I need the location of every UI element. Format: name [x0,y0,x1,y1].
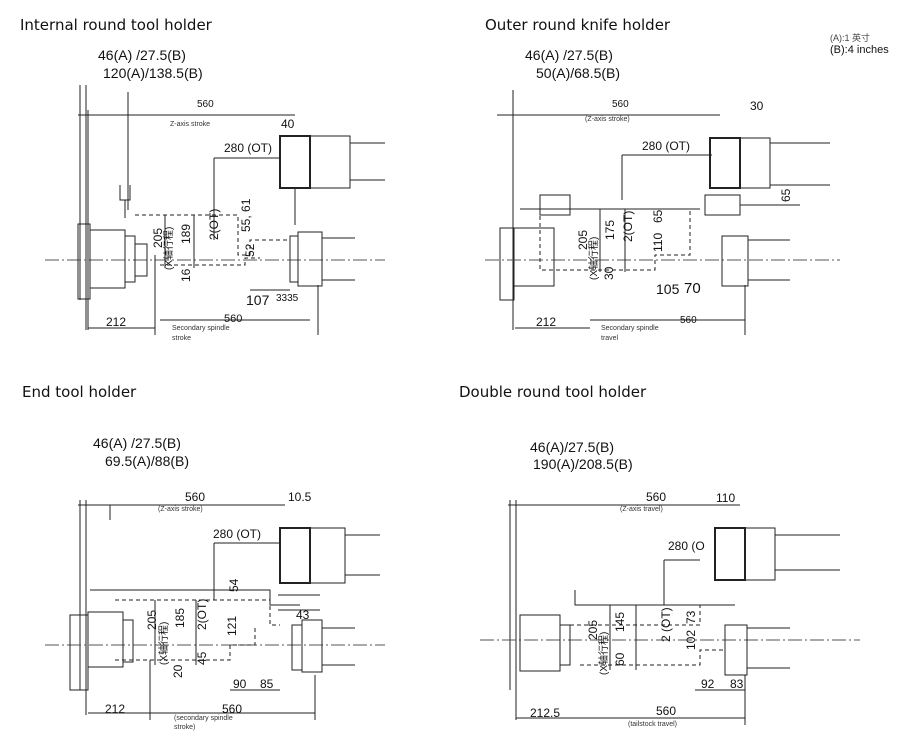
panel-2-title: Outer round knife holder [485,16,671,34]
p4-dim-w: 110 [716,491,736,505]
p4-z-note: (Z-axis travel) [620,506,663,513]
p1-dim-189: 189 [179,223,193,244]
p1-dim-212: 212 [106,315,127,329]
p1-dim-top2: 120(A)/138.5(B) [103,65,203,81]
p1-dim-ot: 280 (OT) [224,141,273,155]
p2-dim-top2: 50(A)/68.5(B) [536,65,621,81]
p3-z-note: (Z-axis stroke) [158,506,203,513]
p4-dim-60: 60 [613,652,627,666]
p1-sec-stroke: stroke [172,335,192,342]
p2-dim-2ot: 2(OT) [621,210,635,242]
p1-dim-top1: 46(A) /27.5(B) [98,47,186,63]
p3-dim-90: 90 [233,677,247,691]
p3-dim-20: 20 [171,664,185,678]
p3-dim-top1: 46(A) /27.5(B) [93,435,181,451]
panel-3-title: End tool holder [22,383,137,401]
p4-dim-top1: 46(A)/27.5(B) [530,439,615,455]
p3-dim-top2: 69.5(A)/88(B) [105,453,190,469]
p4-dim-560b: 560 [656,704,677,718]
p1-z-note: Z-axis stroke [170,121,211,128]
p1-dim-2ot: 2(OT) [207,208,221,240]
p1-dim-5561: 55, 61 [239,198,253,232]
p3-dim-ot: 280 (OT) [213,527,262,541]
p1-dim-16: 16 [179,268,193,282]
p3-dim-185: 185 [173,607,187,628]
p3-x-stroke: (X轴行程) [159,621,170,665]
p2-sec-spindle: Secondary spindle [601,325,659,332]
p2-dim-560b: 560 [680,315,697,326]
p4-dim-z: 560 [646,490,667,504]
p3-dim-2ot: 2(OT) [195,598,209,630]
p4-dim-212: 212.5 [530,706,561,720]
legend-line-a: (A):1 英寸 [830,33,871,43]
p4-tailstock-travel: (tailstock travel) [628,721,678,728]
p2-dim-30: 30 [602,266,616,280]
p3-dim-560b: 560 [222,702,243,716]
p4-dim-2ot: 2 (OT) [659,607,673,642]
p3-dim-43: 43 [296,608,310,622]
panel-4-title: Double round tool holder [459,383,647,401]
p4-dim-102: 102 [684,629,698,650]
p3-dim-w: 10.5 [288,490,312,504]
panel-4-drawing [480,500,860,725]
p3-sec-spindle: (secondary spindle [174,715,233,722]
p2-sec-travel: travel [601,335,619,342]
p1-dim-w: 40 [281,117,295,131]
p1-sec-spindle: Secondary spindle [172,325,230,332]
p2-dim-105: 105 [656,281,680,297]
p2-dim-65: 65 [651,209,665,223]
p2-dim-w: 30 [750,99,764,113]
p3-dim-54: 54 [227,578,241,592]
p4-dim-92: 92 [701,677,715,691]
p3-dim-205: 205 [145,609,159,630]
p4-dim-205: 205 [586,619,600,640]
p2-dim-175: 175 [603,219,617,240]
p1-dim-52: 52 [243,243,257,257]
p1-dim-560b: 560 [224,313,243,325]
p4-dim-145: 145 [613,611,627,632]
p3-dim-z: 560 [185,490,206,504]
p2-z-note: (Z-axis stroke) [585,116,630,123]
p2-dim-z: 560 [612,99,629,110]
p2-dim-top1: 46(A) /27.5(B) [525,47,613,63]
p1-dim-3335: 3335 [276,293,299,304]
panel-1-drawing [45,85,385,335]
p1-dim-107: 107 [246,292,270,308]
p4-dim-top2: 190(A)/208.5(B) [533,456,633,472]
p2-dim-205: 205 [576,229,590,250]
panel-1-title: Internal round tool holder [20,16,212,34]
p4-dim-83: 83 [730,677,744,691]
p2-dim-110: 110 [651,232,665,252]
p1-x-stroke: (X轴行程) [164,226,175,270]
p3-dim-85: 85 [260,677,274,691]
panel-2-drawing [485,90,840,335]
p2-dim-70: 70 [684,280,701,297]
p1-dim-205: 205 [151,227,165,248]
p4-dim-73: 73 [684,610,698,624]
p3-dim-45: 45 [195,651,209,665]
legend-line-b: (B):4 inches [830,44,889,56]
p4-x-stroke: (X轴行程) [599,631,610,675]
p3-dim-212: 212 [105,702,126,716]
p3-dim-121: 121 [225,615,239,636]
p3-sec-stroke: stroke) [174,724,196,731]
p1-dim-z: 560 [197,99,214,110]
p2-dim-212: 212 [536,315,557,329]
p2-dim-ot: 280 (OT) [642,139,691,153]
p2-dim-65r: 65 [779,188,793,202]
p2-x-stroke: (X轴行程) [589,236,600,280]
p4-dim-ot: 280 (O [668,539,705,553]
panel-3-drawing [45,500,385,720]
